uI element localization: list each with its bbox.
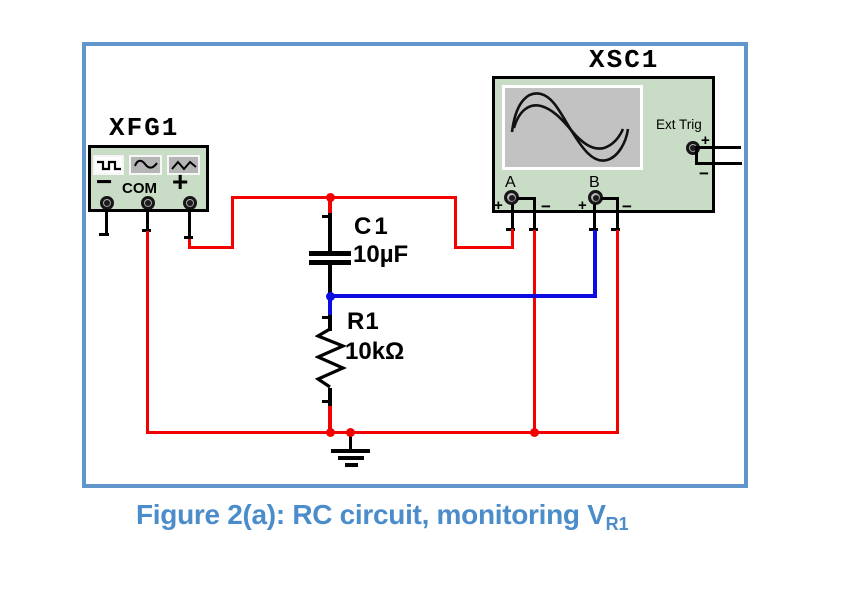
wire-channel-a-minus-to-rail[interactable] bbox=[533, 230, 536, 434]
sine-wave-button[interactable] bbox=[129, 155, 162, 175]
oscilloscope-screen bbox=[502, 85, 643, 170]
resistor-zigzag[interactable] bbox=[315, 328, 347, 390]
resistor-top-lead[interactable] bbox=[328, 315, 332, 331]
ext-trig-minus-sign: − bbox=[699, 164, 709, 183]
sine-waves-icon bbox=[510, 92, 630, 162]
wire-cap-to-channel-a[interactable] bbox=[329, 196, 457, 199]
pin-tick bbox=[322, 316, 331, 319]
capacitor-plate[interactable] bbox=[309, 260, 351, 265]
channel-a-minus-pin-stub[interactable] bbox=[517, 197, 536, 200]
channel-b-minus-pin-stub[interactable] bbox=[616, 197, 619, 231]
wire-node-to-channel-b[interactable] bbox=[593, 230, 597, 297]
junction-dot bbox=[530, 428, 539, 437]
ground-bar bbox=[331, 449, 370, 453]
wire-cap-to-channel-a[interactable] bbox=[454, 246, 514, 249]
fgen-plus-pin-stub[interactable] bbox=[188, 209, 191, 239]
wire-plus-to-cap[interactable] bbox=[231, 196, 234, 249]
wire-resistor-to-rail[interactable] bbox=[328, 404, 332, 434]
fgen-minus-sign: − bbox=[96, 166, 113, 197]
triangle-wave-icon bbox=[170, 160, 197, 171]
fgen-plus-sign: + bbox=[172, 166, 189, 197]
channel-b-label: B bbox=[589, 174, 600, 191]
figure-caption: Figure 2(a): RC circuit, monitoring VR1 bbox=[136, 499, 629, 534]
ground-bar bbox=[338, 456, 364, 460]
fgen-com-pin-stub[interactable] bbox=[146, 209, 149, 232]
wire-channel-b-minus-to-rail[interactable] bbox=[616, 230, 619, 434]
ext-trig-plus-pin-stub[interactable] bbox=[695, 146, 741, 149]
wire-plus-to-cap[interactable] bbox=[231, 196, 331, 199]
wire-cap-to-channel-a[interactable] bbox=[511, 229, 514, 249]
capacitor-ref-label: C1 bbox=[354, 213, 391, 240]
figure-caption-subscript: R1 bbox=[605, 514, 629, 534]
triangle-wave-button[interactable] bbox=[167, 155, 200, 175]
fgen-plus-terminal[interactable] bbox=[183, 196, 197, 210]
sine-wave-icon bbox=[133, 159, 158, 169]
wire-cap-to-channel-a[interactable] bbox=[454, 196, 457, 249]
figure-caption-text: Figure 2(a): RC circuit, monitoring V bbox=[136, 499, 606, 530]
channel-b-plus-sign: + bbox=[578, 197, 587, 214]
wire-plus-to-cap[interactable] bbox=[188, 246, 234, 249]
pin-tick bbox=[529, 228, 538, 231]
ground-stem bbox=[349, 433, 352, 450]
ext-trig-minus-pin-stub[interactable] bbox=[695, 149, 698, 165]
channel-a-plus-pin-stub[interactable] bbox=[511, 204, 514, 232]
ext-trig-minus-pin-stub[interactable] bbox=[695, 162, 742, 165]
channel-b-minus-pin-stub[interactable] bbox=[601, 197, 619, 200]
ground-bar bbox=[345, 463, 358, 467]
fgen-com-label: COM bbox=[122, 180, 157, 197]
pin-tick bbox=[589, 228, 598, 231]
pin-tick bbox=[322, 215, 331, 218]
pin-tick bbox=[611, 228, 620, 231]
junction-dot bbox=[326, 292, 335, 301]
junction-dot bbox=[326, 428, 335, 437]
pin-tick bbox=[184, 236, 193, 239]
capacitor-plate[interactable] bbox=[309, 251, 351, 256]
pin-tick bbox=[322, 400, 331, 403]
ext-trig-plus-sign: + bbox=[701, 132, 710, 149]
resistor-ref-label: R1 bbox=[347, 308, 380, 335]
channel-a-label: A bbox=[505, 174, 516, 191]
junction-dot bbox=[326, 193, 335, 202]
channel-b-plus-pin-stub[interactable] bbox=[593, 204, 596, 232]
channel-a-minus-sign: − bbox=[541, 197, 551, 216]
xfg1-label: XFG1 bbox=[109, 113, 180, 143]
fgen-minus-terminal[interactable] bbox=[100, 196, 114, 210]
pin-tick bbox=[506, 228, 515, 231]
capacitor-top-lead[interactable] bbox=[328, 213, 332, 253]
channel-a-plus-sign: + bbox=[494, 197, 503, 214]
resistor-bottom-lead[interactable] bbox=[328, 388, 332, 406]
ext-trig-label: Ext Trig bbox=[656, 117, 702, 132]
capacitor-bottom-lead[interactable] bbox=[328, 265, 332, 297]
wire-com-to-ground-rail[interactable] bbox=[146, 231, 149, 434]
wire-cap-top-segment[interactable] bbox=[328, 196, 332, 215]
capacitor-value-label: 10µF bbox=[353, 241, 409, 268]
junction-dot bbox=[346, 428, 355, 437]
wire-ground-rail[interactable] bbox=[146, 431, 619, 434]
wire-node-to-channel-b[interactable] bbox=[328, 294, 597, 298]
fgen-com-terminal[interactable] bbox=[141, 196, 155, 210]
channel-a-minus-pin-stub[interactable] bbox=[533, 197, 536, 231]
pin-tick bbox=[142, 229, 151, 232]
square-wave-button[interactable] bbox=[93, 155, 124, 175]
square-wave-icon bbox=[96, 160, 121, 171]
pin-tick bbox=[99, 233, 109, 236]
channel-b-minus-sign: − bbox=[622, 197, 632, 216]
xsc1-label: XSC1 bbox=[589, 45, 660, 75]
fgen-minus-pin-stub[interactable] bbox=[105, 209, 108, 236]
resistor-value-label: 10kΩ bbox=[345, 338, 405, 365]
wire-cap-resistor-node[interactable] bbox=[328, 294, 332, 317]
wire-plus-to-cap[interactable] bbox=[188, 239, 191, 249]
